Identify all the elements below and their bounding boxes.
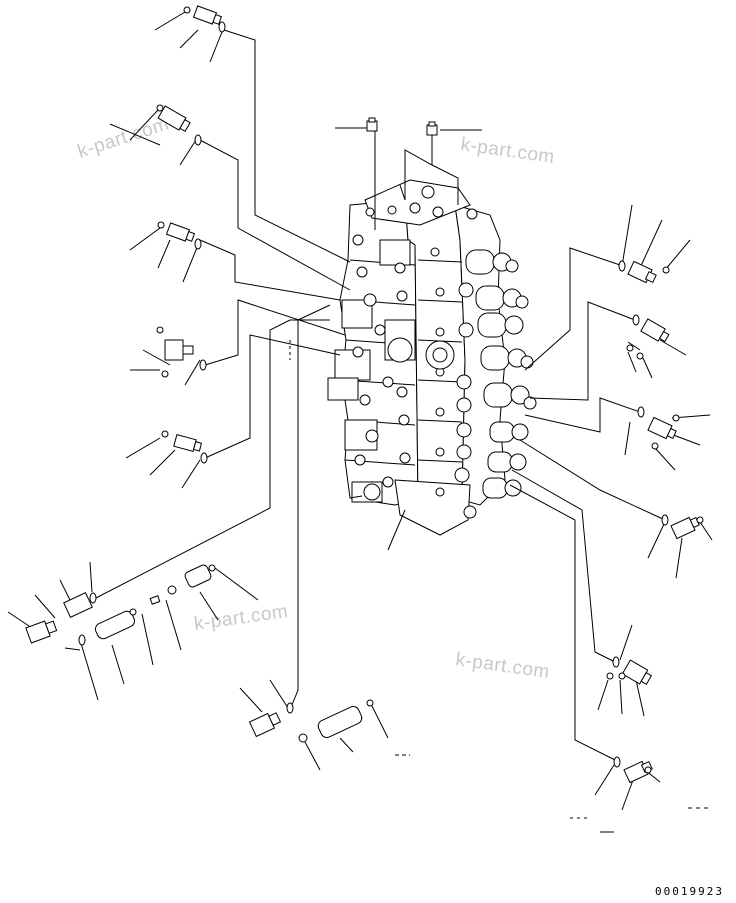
drawing-number: 00019923 xyxy=(655,885,724,898)
watermark-4: k-part.com xyxy=(454,649,551,683)
right-cartridges xyxy=(454,249,537,519)
fittings xyxy=(25,5,704,784)
center-face-bolts xyxy=(430,247,445,497)
control-valve-assembly xyxy=(327,179,537,536)
leader-lines xyxy=(7,11,713,833)
watermark-1: k-part.com xyxy=(75,114,172,163)
watermark-3: k-part.com xyxy=(193,601,290,635)
watermark-2: k-part.com xyxy=(459,134,556,168)
